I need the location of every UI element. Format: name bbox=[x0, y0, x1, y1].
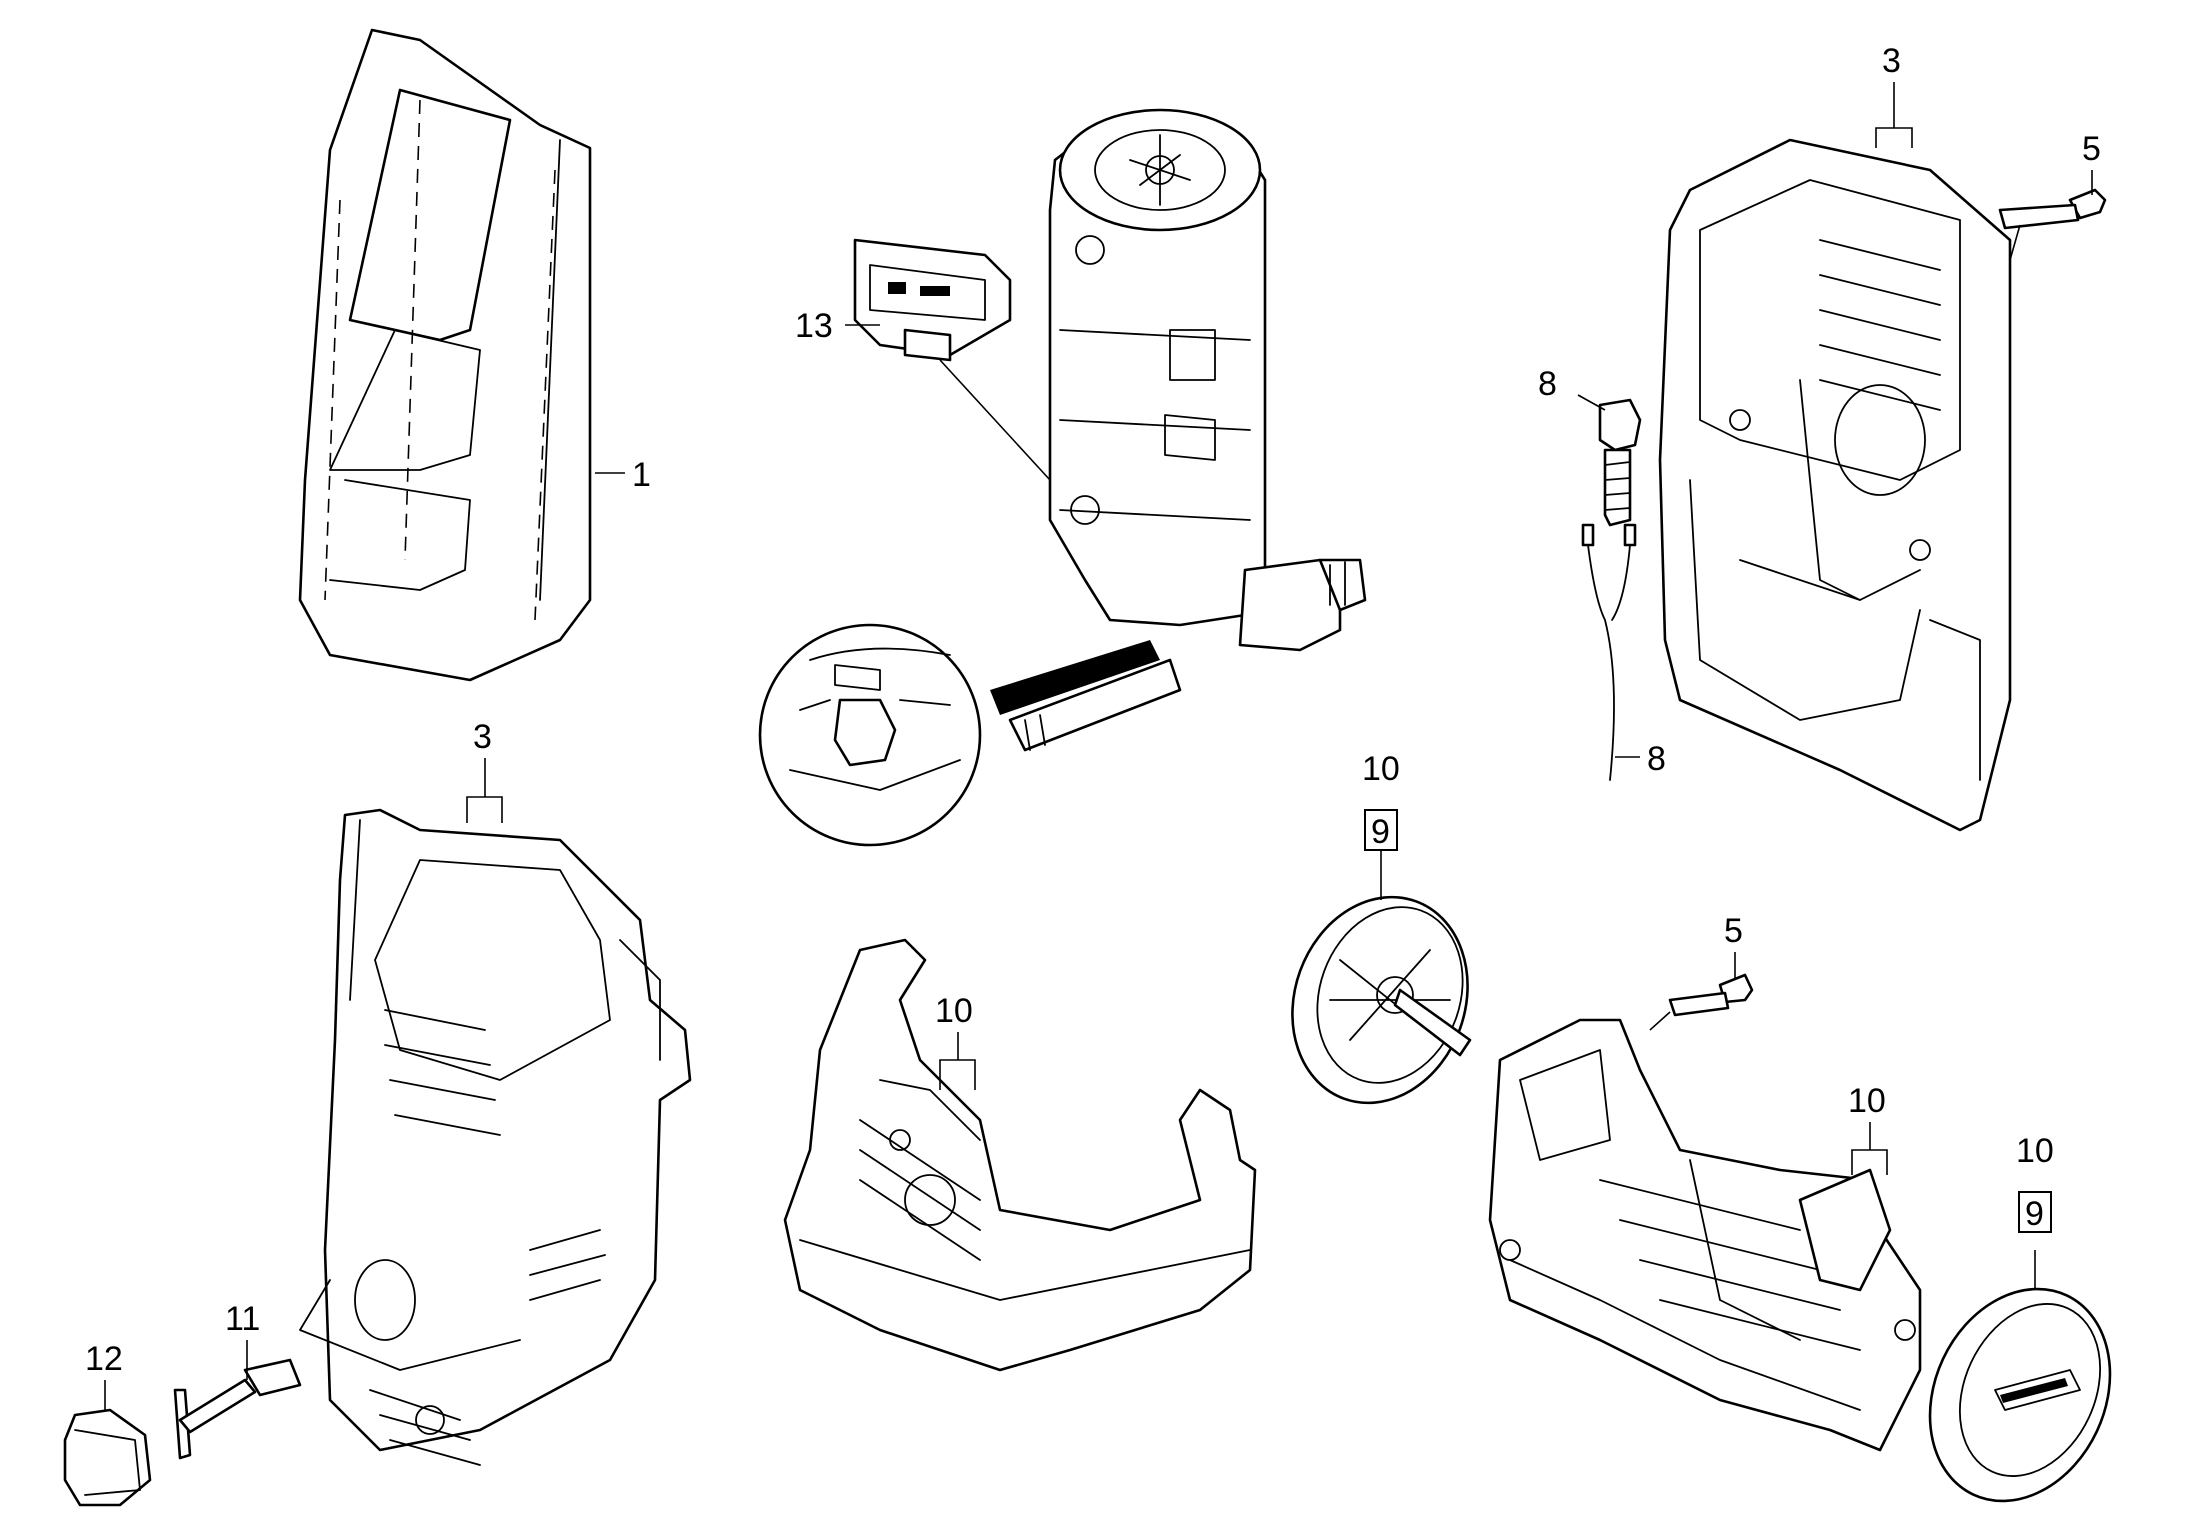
base-frame[interactable] bbox=[1488, 1018, 1922, 1452]
callout-9-left-box bbox=[1364, 809, 1398, 851]
callout-5-base: 5 bbox=[1724, 912, 1743, 950]
inset-detail-view bbox=[758, 623, 1182, 847]
callout-9-right: 9 bbox=[2025, 1195, 2044, 1233]
part-12-knob[interactable] bbox=[63, 1408, 152, 1507]
part-10-wheel-right[interactable] bbox=[1896, 1259, 2143, 1515]
part-5-screw-rear[interactable] bbox=[1998, 188, 2107, 230]
part-5-screw-base[interactable] bbox=[1668, 973, 1754, 1017]
callout-3-front: 3 bbox=[473, 718, 492, 756]
callout-8-cable: 8 bbox=[1647, 740, 1666, 778]
callout-12: 12 bbox=[85, 1340, 123, 1378]
callout-9-left: 9 bbox=[1371, 813, 1390, 851]
part-3-housing-rear[interactable] bbox=[1658, 138, 2012, 832]
part-10-base-cover[interactable] bbox=[783, 938, 1257, 1372]
part-11-rod[interactable] bbox=[173, 1358, 302, 1460]
callout-5-rear: 5 bbox=[2082, 130, 2101, 168]
part-3-housing-front[interactable] bbox=[299, 808, 692, 1466]
callout-10-wheel-left: 10 bbox=[1362, 750, 1400, 788]
callout-13: 13 bbox=[795, 307, 833, 345]
callout-9-right-box bbox=[2018, 1191, 2052, 1233]
callout-3-rear: 3 bbox=[1882, 42, 1901, 80]
callout-11: 11 bbox=[225, 1300, 260, 1338]
callout-8-fitting: 8 bbox=[1538, 365, 1557, 403]
part-1-handle-cover[interactable] bbox=[298, 28, 592, 682]
callout-10-base-right: 10 bbox=[1848, 1082, 1886, 1120]
part-13-switch[interactable] bbox=[853, 238, 1012, 362]
part-8-fitting[interactable] bbox=[1598, 398, 1642, 527]
callout-10-wheel-right: 10 bbox=[2016, 1132, 2054, 1170]
part-10-wheel-left[interactable] bbox=[1264, 872, 1496, 1127]
callout-1: 1 bbox=[632, 456, 651, 494]
motor-pump-assembly[interactable] bbox=[1048, 108, 1367, 652]
callout-10-base-cover: 10 bbox=[935, 992, 973, 1030]
part-8-cable[interactable] bbox=[1581, 523, 1637, 781]
